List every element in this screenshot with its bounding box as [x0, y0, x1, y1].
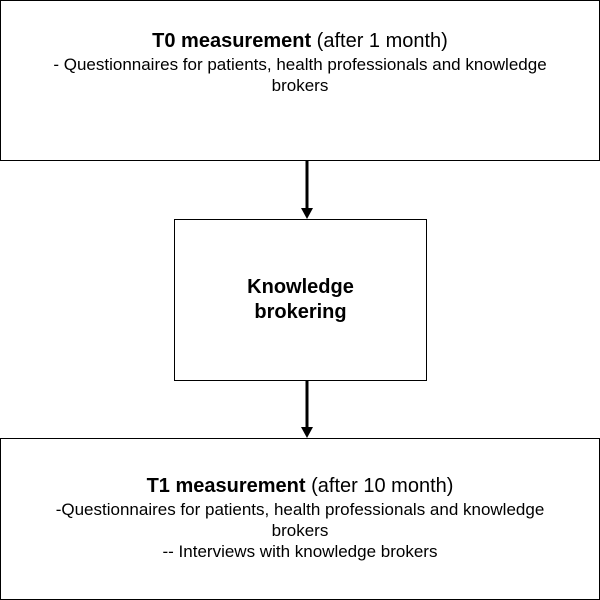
t0-title: T0 measurement [152, 30, 312, 52]
knowledge-brokering-label-line-1: Knowledge [247, 276, 354, 298]
t1-detail-questionnaires: -Questionnaires for patients, health pro… [55, 500, 545, 540]
t0-measurement-box: T0 measurement (after 1 month) - Questio… [0, 0, 600, 161]
arrow-down-icon [301, 161, 313, 219]
t1-measurement-box: T1 measurement (after 10 month) -Questio… [0, 438, 600, 600]
knowledge-brokering-box: Knowledge brokering [174, 219, 427, 381]
t1-heading: T1 measurement (after 10 month) [1, 473, 599, 499]
t1-timing: (after 10 month) [305, 475, 454, 497]
t1-detail-interviews: -- Interviews with knowledge brokers [162, 542, 438, 561]
arrow-down-icon [301, 381, 313, 438]
t0-heading: T0 measurement (after 1 month) [1, 28, 599, 54]
t0-detail-questionnaires: - Questionnaires for patients, health pr… [53, 55, 547, 95]
t1-title: T1 measurement [146, 475, 306, 497]
t0-timing: (after 1 month) [311, 30, 448, 52]
knowledge-brokering-label-line-2: brokering [254, 301, 347, 323]
